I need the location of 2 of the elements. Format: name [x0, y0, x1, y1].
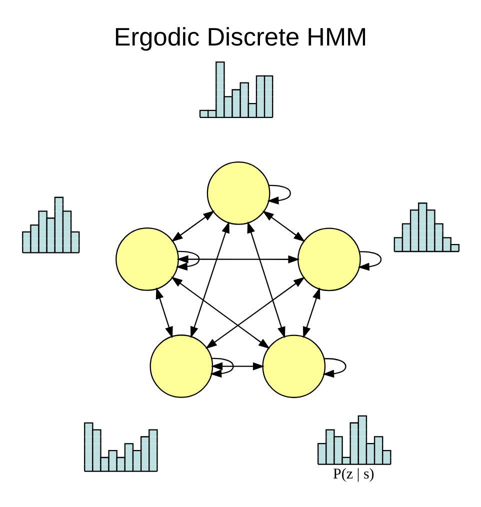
diagram-title: Ergodic Discrete HMM [114, 22, 368, 51]
node-label: P(z | s) [333, 466, 374, 482]
